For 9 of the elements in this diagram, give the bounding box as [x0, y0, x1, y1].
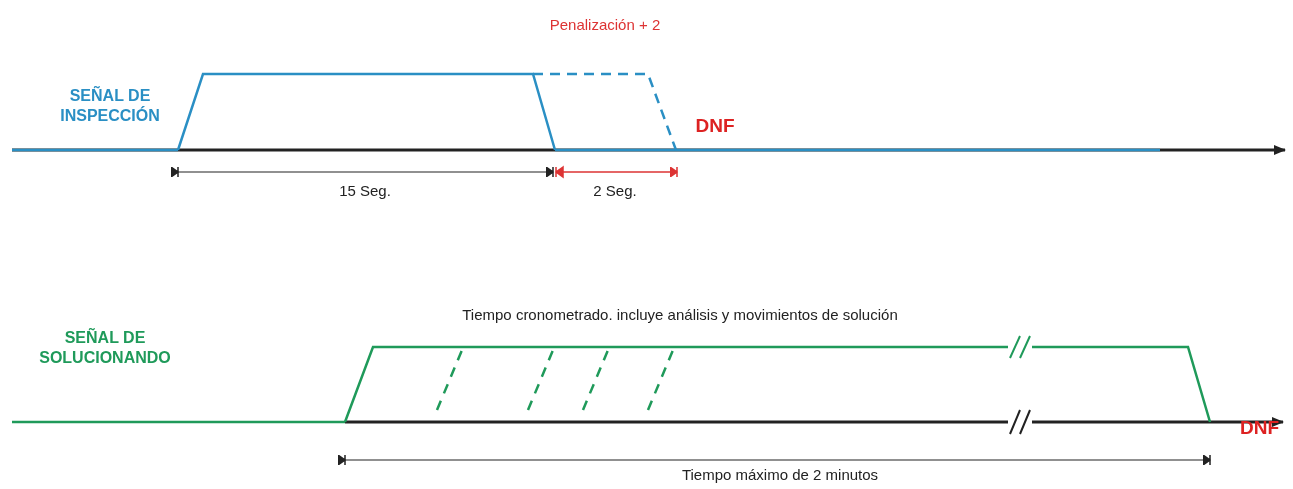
note-label: Tiempo cronometrado. incluye análisis y movimientos de solución	[461, 306, 899, 325]
penalty-label: Penalización + 2	[548, 16, 662, 35]
status-label: DNF	[694, 114, 736, 138]
signal-label: SEÑAL DE INSPECCIÓN	[59, 86, 161, 126]
signal-label: SEÑAL DE SOLUCIONANDO	[38, 328, 172, 368]
status-label: DNF	[1238, 416, 1281, 440]
duration-label: Tiempo máximo de 2 minutos	[680, 466, 880, 485]
duration-label: 15 Seg.	[338, 182, 392, 201]
duration-label: 2 Seg.	[592, 182, 638, 201]
